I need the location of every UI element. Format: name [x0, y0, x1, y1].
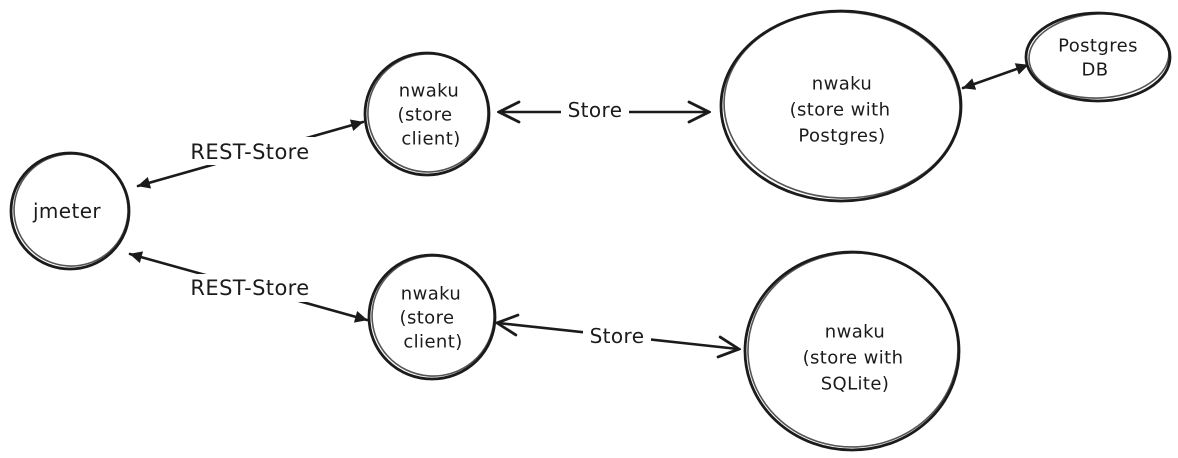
node-label-line: nwaku: [825, 322, 885, 343]
edge-label-bg: [583, 322, 651, 350]
postgres-db-ellipse-sketch: [1028, 13, 1170, 99]
client-bottom-circle: [367, 253, 497, 381]
edge-rest-store-top: REST-Store: [136, 119, 365, 189]
jmeter-circle-sketch: [13, 153, 129, 267]
jmeter-circle: [9, 151, 131, 271]
postgres-db-ellipse: [1024, 11, 1172, 103]
sqlite-node-circle: [743, 250, 961, 452]
edge-label-bg: [186, 274, 314, 302]
node-label-jmeter: jmeter: [32, 199, 101, 223]
node-nwaku-store-client-top: nwaku (store client): [363, 51, 491, 177]
node-label-line: (store with: [790, 100, 891, 121]
edge-label-bg: [186, 137, 314, 165]
node-nwaku-store-client-bottom: nwaku (store client): [367, 253, 497, 381]
sqlite-node-circle-sketch: [747, 252, 959, 448]
edge-rest-store-bottom: REST-Store: [128, 251, 369, 323]
edge-store-top: Store: [500, 96, 708, 124]
node-label-line: nwaku: [812, 74, 872, 95]
node-label-line: nwaku: [399, 81, 459, 102]
node-postgres-db: Postgres DB: [1024, 11, 1172, 103]
edge-label-store-bottom: Store: [590, 324, 645, 348]
node-nwaku-store-sqlite: nwaku (store with SQLite): [743, 250, 961, 452]
node-label-line: (store with: [803, 348, 904, 369]
edge-label-store-top: Store: [568, 98, 623, 122]
arrow-line: [961, 63, 1030, 90]
edge-label-rest-store-top: REST-Store: [190, 140, 309, 164]
node-label-line: Postgres: [1058, 36, 1138, 57]
edge-store-bottom: Store: [498, 322, 738, 350]
node-label-line: SQLite): [821, 374, 890, 395]
node-label-line: (store: [400, 308, 455, 329]
edge-postgres-db-link: [961, 63, 1030, 90]
postgres-node-ellipse-sketch: [723, 11, 961, 199]
node-label-line: client): [401, 129, 460, 150]
postgres-node-ellipse: [719, 9, 963, 203]
node-nwaku-store-postgres: nwaku (store with Postgres): [719, 9, 963, 203]
node-label-line: DB: [1081, 60, 1108, 81]
edge-label-bg: [561, 96, 629, 124]
client-top-circle: [363, 51, 491, 177]
node-label-line: (store: [398, 105, 453, 126]
node-jmeter: jmeter: [9, 151, 131, 271]
edge-label-rest-store-bottom: REST-Store: [190, 276, 309, 300]
client-bottom-circle-sketch: [371, 255, 495, 377]
node-label-line: nwaku: [401, 284, 461, 305]
node-label-line: client): [403, 332, 462, 353]
node-label-line: Postgres): [798, 126, 885, 147]
client-top-circle-sketch: [367, 53, 489, 173]
